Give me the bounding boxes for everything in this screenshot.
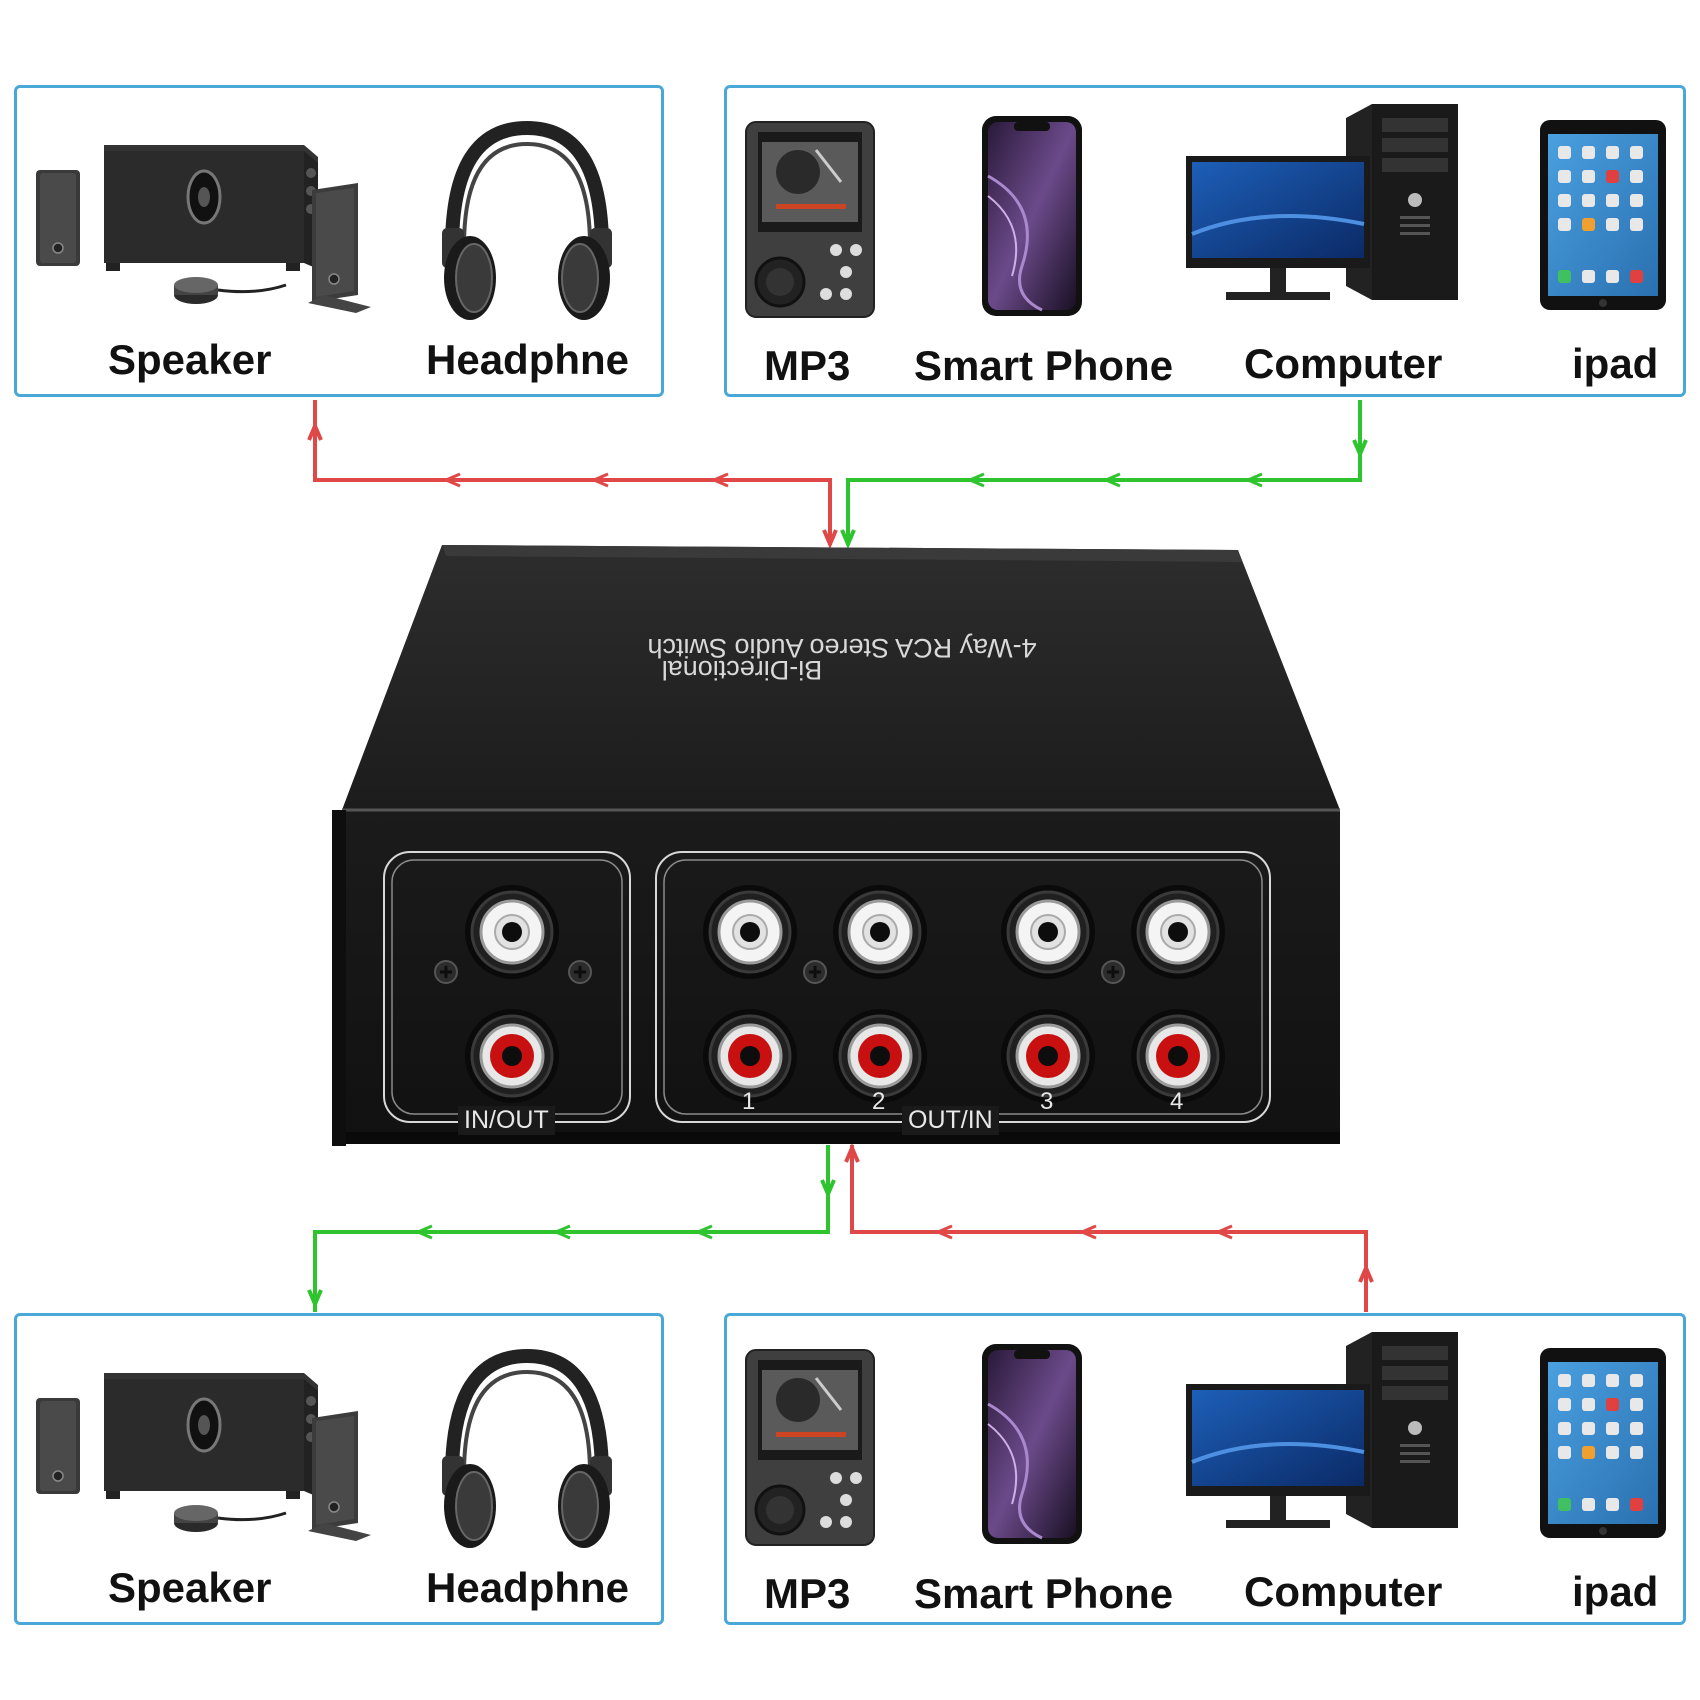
headphones-icon [442,128,612,320]
device-label-computer: Computer [1244,1568,1443,1615]
port-2-white-jack[interactable] [831,883,929,981]
device-label-smart-phone: Smart Phone [914,342,1174,389]
tablet-icon [1540,120,1666,310]
bottom-red-wire [844,1142,1374,1312]
tablet-icon [1540,1348,1666,1538]
speaker-system-icon [34,143,373,315]
smartphone-icon [980,114,1084,318]
device-label-headphone: Headphne [426,1564,630,1611]
port-1-white-jack[interactable] [701,883,799,981]
port-number-4: 4 [1170,1088,1184,1115]
device-label-mp3: MP3 [764,1570,851,1617]
top-red-wire [307,400,838,550]
mp3-player-icon [744,1348,876,1547]
in-out-left-channel-jack[interactable] [463,883,561,981]
headphones-icon [442,1356,612,1548]
device-label-computer: Computer [1244,340,1443,387]
port-number-1: 1 [742,1088,756,1115]
screw-icon [1100,959,1126,985]
screw-icon [567,959,593,985]
device-label-ipad: ipad [1572,340,1659,387]
out-in-label: OUT/IN [902,1106,999,1135]
screw-icon [802,959,828,985]
desktop-computer-icon [1184,102,1460,302]
device-label-speaker: Speaker [108,1564,272,1611]
device-label-headphone: Headphne [426,336,630,383]
port-number-3: 3 [1040,1088,1054,1115]
in-out-right-channel-jack[interactable] [463,1007,561,1105]
port-4-white-jack[interactable] [1129,883,1227,981]
screw-icon [433,959,459,985]
top-green-wire [840,400,1368,550]
device-label-smart-phone: Smart Phone [914,1570,1174,1617]
switch-bidirectional-text: Bi-Directional [661,655,823,685]
bottom-green-wire [307,1145,836,1312]
device-label-ipad: ipad [1572,1568,1659,1615]
audio-switch-box [332,545,1340,1146]
port-number-2: 2 [872,1088,886,1115]
desktop-computer-icon [1184,1330,1460,1530]
device-label-speaker: Speaker [108,336,272,383]
in-out-label: IN/OUT [458,1106,555,1135]
mp3-player-icon [744,120,876,319]
smartphone-icon [980,1342,1084,1546]
port-3-white-jack[interactable] [999,883,1097,981]
device-label-mp3: MP3 [764,342,851,389]
speaker-system-icon [34,1371,373,1543]
